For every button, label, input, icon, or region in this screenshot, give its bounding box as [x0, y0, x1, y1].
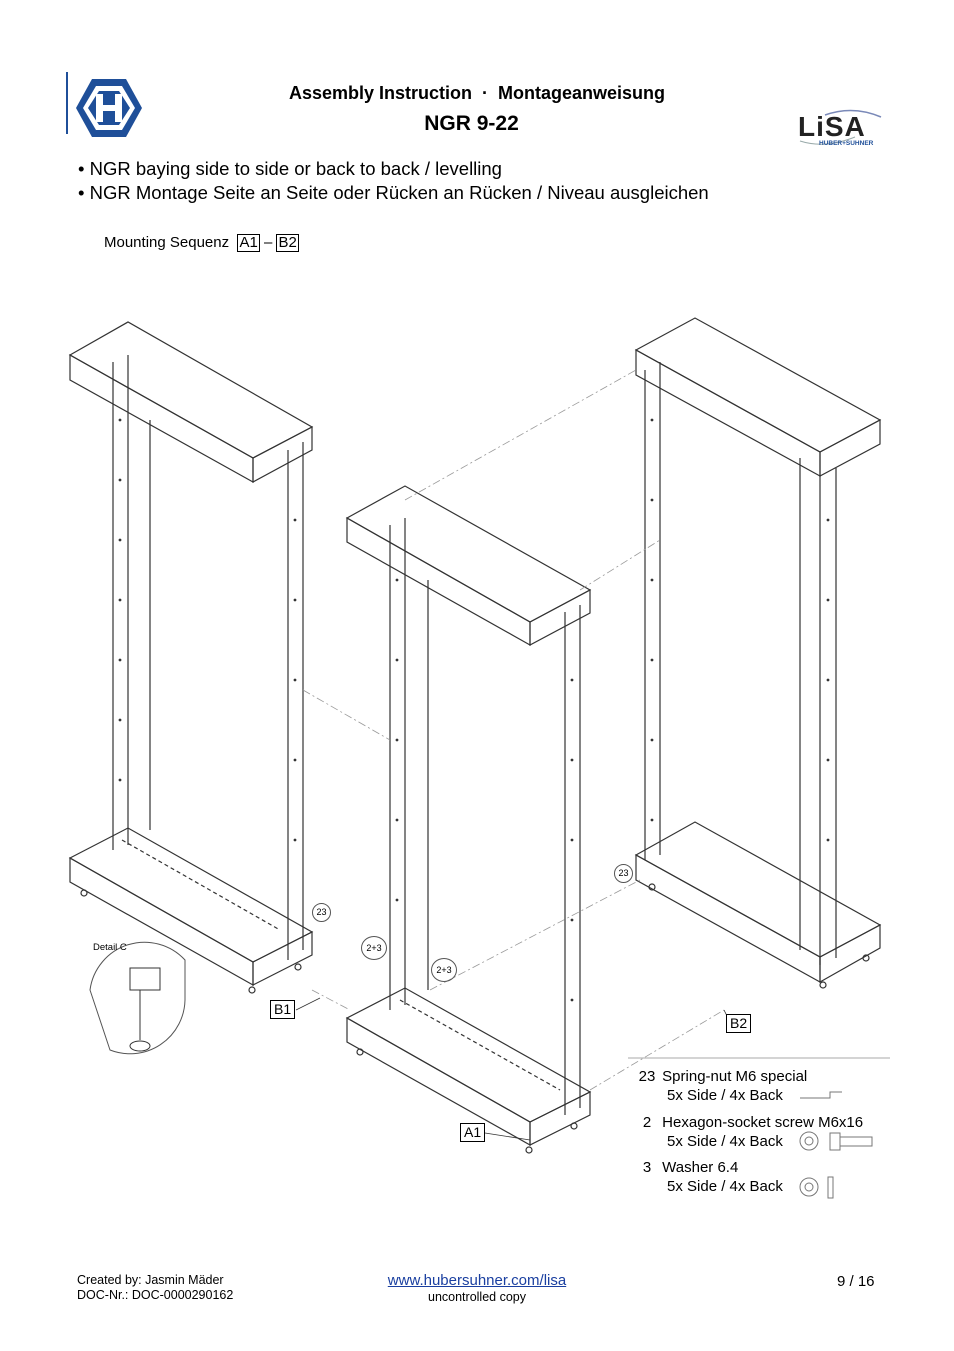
sequence-label: Mounting Sequenz — [104, 234, 230, 251]
part-washer: 3 Washer 6.4 5x Side / 4x Back — [636, 1158, 783, 1196]
part-quantity: 5x Side / 4x Back — [667, 1178, 783, 1195]
part-hexagon-screw: 2 Hexagon-socket screw M6x16 5x Side / 4… — [636, 1113, 863, 1151]
detail-c-label: Detail C — [93, 942, 127, 953]
bullet-text: NGR baying side to side or back to back … — [89, 158, 502, 179]
callout-2-3-right: 2+3 — [431, 958, 457, 982]
document-title: Assembly Instruction · Montageanweisung — [288, 83, 666, 103]
lisa-logo-subtext: HUBER+SUHNER — [819, 140, 874, 147]
part-spring-nut: 23 Spring-nut M6 special 5x Side / 4x Ba… — [636, 1067, 808, 1105]
part-number: 23 — [638, 1068, 656, 1085]
callout-2-3-left: 2+3 — [361, 936, 387, 960]
header-rule — [66, 72, 68, 134]
sequence-dash: – — [263, 234, 273, 251]
footer-website-link[interactable]: www.hubersuhner.com/lisa — [387, 1272, 567, 1289]
rack-assembly-drawing — [68, 317, 890, 1199]
lisa-logo: LiSA HUBER+SUHNER — [795, 107, 887, 151]
callout-b2: B2 — [726, 1014, 752, 1033]
spring-nut-icon — [800, 1091, 842, 1099]
callout-a1: A1 — [460, 1123, 486, 1142]
footer-left: Created by: Jasmin Mäder DOC-Nr.: DOC-00… — [77, 1273, 233, 1303]
page-number: 9 / 16 — [837, 1273, 875, 1290]
footer-created-by: Created by: Jasmin Mäder — [77, 1273, 224, 1287]
callout-23-right: 23 — [614, 864, 633, 883]
bullet-text: NGR Montage Seite an Seite oder Rücken a… — [89, 182, 709, 203]
footer-uncontrolled-copy: uncontrolled copy — [428, 1290, 526, 1304]
huber-suhner-hexagon-logo — [76, 79, 142, 137]
bullet-item-2: • NGR Montage Seite an Seite oder Rücken… — [78, 182, 709, 203]
part-name: Washer 6.4 — [662, 1159, 739, 1176]
sequence-to: B2 — [276, 234, 299, 252]
part-quantity: 5x Side / 4x Back — [667, 1133, 783, 1150]
callout-23-left: 23 — [312, 903, 331, 922]
part-name: Hexagon-socket screw M6x16 — [662, 1114, 864, 1131]
detail-c-view — [89, 941, 186, 1055]
rack-b2 — [634, 317, 882, 984]
part-number: 3 — [642, 1159, 652, 1176]
callout-b1: B1 — [270, 1000, 296, 1019]
mounting-sequence: Mounting Sequenz A1 – B2 — [104, 234, 299, 252]
part-name: Spring-nut M6 special — [662, 1068, 808, 1085]
bullet-item-1: • NGR baying side to side or back to bac… — [78, 158, 502, 179]
lisa-logo-text: LiSA — [798, 111, 866, 142]
footer-doc-number: DOC-Nr.: DOC-0000290162 — [77, 1288, 234, 1302]
part-number: 2 — [642, 1114, 652, 1131]
footer-center: www.hubersuhner.com/lisa uncontrolled co… — [0, 1273, 954, 1305]
rack-a1 — [345, 485, 592, 1147]
part-quantity: 5x Side / 4x Back — [667, 1087, 783, 1104]
rack-b1 — [68, 321, 314, 987]
product-model: NGR 9-22 — [424, 112, 519, 135]
sequence-from: A1 — [237, 234, 260, 252]
